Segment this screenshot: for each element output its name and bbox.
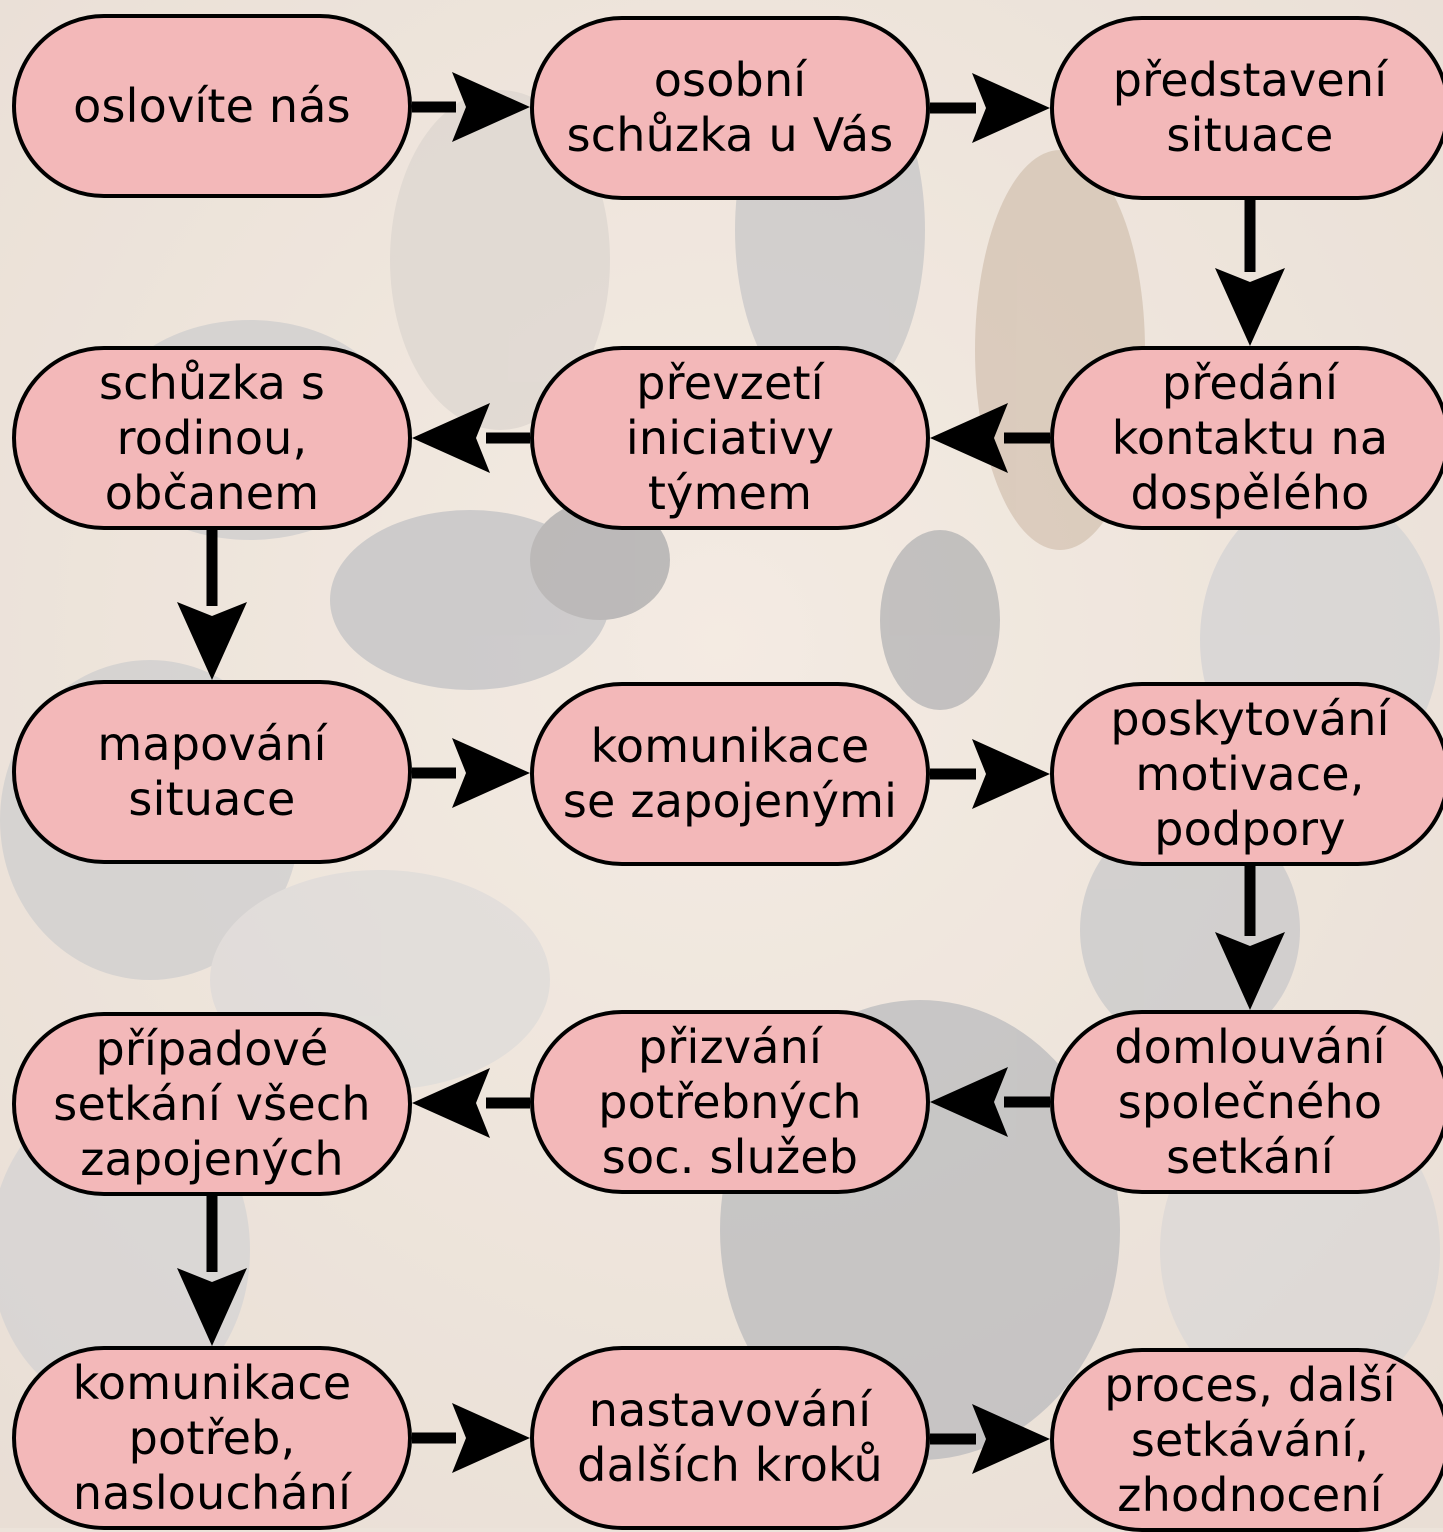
arrow-n13-to-n14 (412, 1403, 530, 1473)
step-nastavovani-kroku: nastavování dalších kroků (530, 1346, 930, 1530)
arrow-n11-to-n12 (412, 1068, 530, 1138)
arrow-n14-to-n15 (930, 1404, 1050, 1474)
arrow-head (972, 1404, 1050, 1474)
step-label: oslovíte nás (73, 78, 351, 133)
arrow-head (177, 602, 247, 680)
arrow-head (1215, 932, 1285, 1010)
step-oslovite-nas: oslovíte nás (12, 14, 412, 198)
arrow-n2-to-n3 (930, 73, 1050, 143)
arrow-n9-to-n10 (1215, 866, 1285, 1010)
arrow-head (930, 403, 1008, 473)
arrow-n10-to-n11 (930, 1067, 1050, 1137)
arrow-n7-to-n8 (412, 738, 530, 808)
arrow-head (1215, 268, 1285, 346)
arrow-head (412, 403, 490, 473)
step-label: mapování situace (97, 717, 327, 826)
step-label: komunikace se zapojenými (562, 719, 898, 828)
step-label: proces, další setkávání, zhodnocení (1104, 1357, 1396, 1522)
arrow-n12-to-n13 (177, 1196, 247, 1346)
step-predani-kontaktu: předání kontaktu na dospělého (1050, 346, 1443, 530)
step-komunikace-potreb: komunikace potřeb, naslouchání (12, 1346, 412, 1530)
arrow-n4-to-n5 (930, 403, 1050, 473)
arrow-head (930, 1067, 1008, 1137)
step-osobni-schuzka: osobní schůzka u Vás (530, 16, 930, 200)
step-label: nastavování dalších kroků (577, 1383, 883, 1492)
arrow-head (972, 73, 1050, 143)
step-label: představení situace (1112, 53, 1388, 162)
arrow-head (452, 72, 530, 142)
arrow-head (452, 738, 530, 808)
arrow-head (972, 739, 1050, 809)
step-label: osobní schůzka u Vás (566, 53, 894, 162)
step-domlouvani-setkani: domlouvání společného setkání (1050, 1010, 1443, 1194)
step-pripadove-setkani: případové setkání všech zapojených (12, 1012, 412, 1196)
step-label: komunikace potřeb, naslouchání (72, 1355, 352, 1520)
arrow-n6-to-n7 (177, 530, 247, 680)
step-mapovani-situace: mapování situace (12, 680, 412, 864)
step-proces-zhodnoceni: proces, další setkávání, zhodnocení (1050, 1348, 1443, 1532)
step-komunikace-se-zapojenymi: komunikace se zapojenými (530, 682, 930, 866)
step-label: schůzka s rodinou, občanem (98, 355, 326, 520)
arrow-head (452, 1403, 530, 1473)
step-label: převzetí iniciativy týmem (625, 355, 835, 520)
arrow-n5-to-n6 (412, 403, 530, 473)
step-poskytovani-motivace: poskytování motivace, podpory (1050, 682, 1443, 866)
arrow-n8-to-n9 (930, 739, 1050, 809)
step-label: poskytování motivace, podpory (1110, 691, 1390, 856)
step-label: domlouvání společného setkání (1114, 1019, 1386, 1184)
step-label: předání kontaktu na dospělého (1111, 355, 1389, 520)
step-schuzka-s-rodinou: schůzka s rodinou, občanem (12, 346, 412, 530)
step-label: případové setkání všech zapojených (53, 1021, 371, 1186)
arrow-head (177, 1268, 247, 1346)
step-prizvani-sluzeb: přizvání potřebných soc. služeb (530, 1010, 930, 1194)
step-predstaveni-situace: představení situace (1050, 16, 1443, 200)
step-prevzeti-iniciativy: převzetí iniciativy týmem (530, 346, 930, 530)
arrow-head (412, 1068, 490, 1138)
arrow-n3-to-n4 (1215, 200, 1285, 346)
arrow-n1-to-n2 (412, 72, 530, 142)
step-label: přizvání potřebných soc. služeb (598, 1019, 862, 1184)
